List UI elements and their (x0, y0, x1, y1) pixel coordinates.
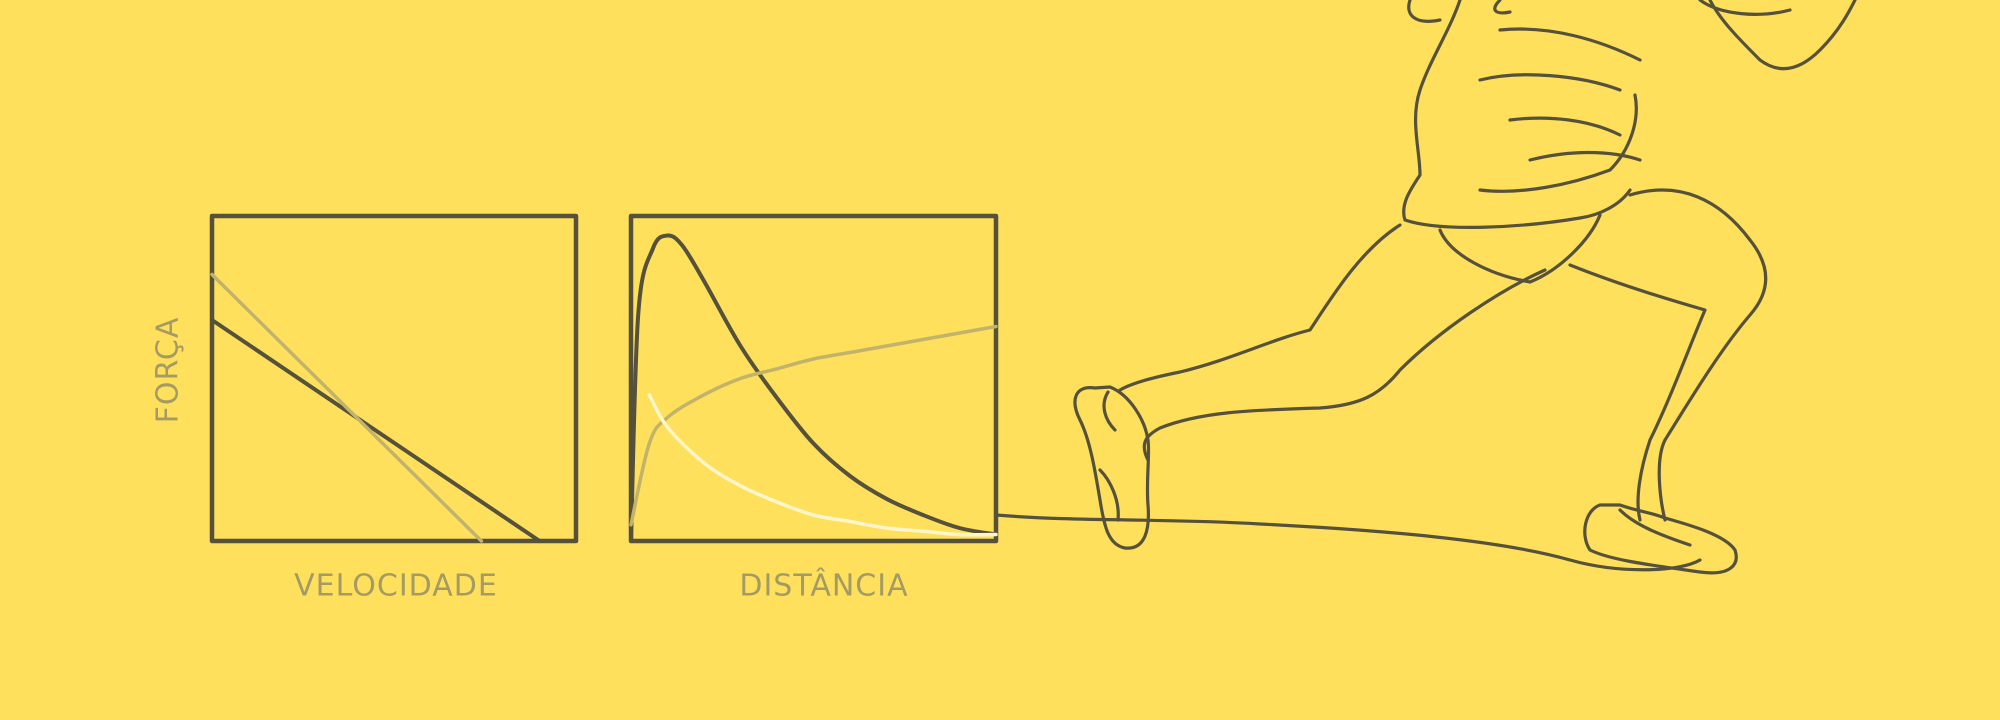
chart1-series-group (210, 272, 542, 543)
chart2-series-white-line (647, 393, 998, 537)
y-axis-label: FORÇA (150, 316, 186, 424)
chart2-frame (628, 213, 999, 544)
runner-front-shoe (1583, 503, 1738, 575)
force-velocity-chart (209, 213, 579, 544)
runner-shirt-folds (1478, 27, 1642, 162)
ground-line (994, 513, 1702, 572)
x-axis-label-distance: DISTÂNCIA (739, 568, 909, 604)
runner-back-shoe (1073, 385, 1151, 550)
runner-back-leg (1118, 223, 1547, 462)
runner-arms (1407, 0, 1857, 71)
runner-drawing (994, 0, 1857, 575)
x-axis-label-velocity: VELOCIDADE (294, 568, 498, 604)
chart1-series-dark-line (210, 318, 542, 543)
distance-chart (628, 213, 999, 544)
chart2-series-light-line (629, 324, 998, 527)
chart2-series-group (629, 233, 998, 543)
chart2-series-dark-line (629, 233, 998, 543)
runner-torso (1402, 0, 1638, 284)
chart1-series-light-line (210, 272, 484, 543)
runner-front-leg (1568, 188, 1768, 522)
chart1-frame (209, 213, 579, 544)
